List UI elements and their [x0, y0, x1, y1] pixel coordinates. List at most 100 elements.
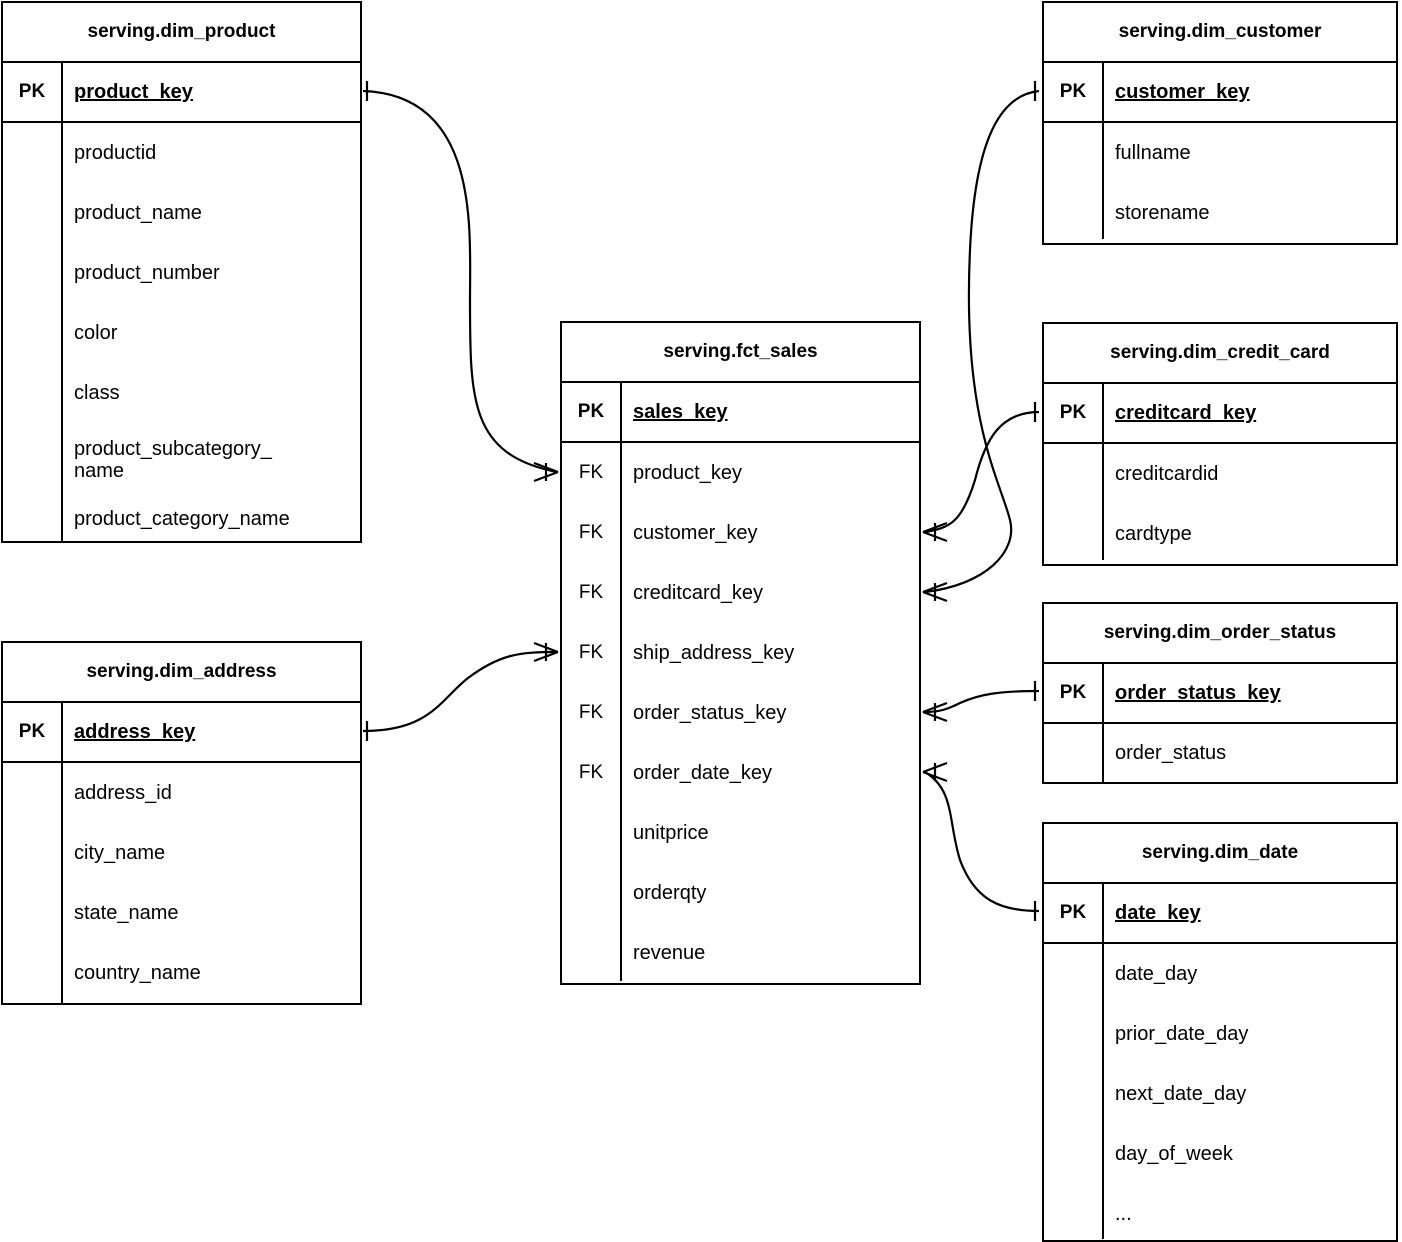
attribute-row: ... — [1115, 1202, 1132, 1225]
relationship-product-to-sales — [362, 81, 559, 483]
fk-row: FK product_key — [562, 443, 919, 503]
attr-names-dim-date: date_day prior_date_day next_date_day da… — [1104, 944, 1396, 1242]
relationship-customer-to-sales — [922, 81, 1040, 594]
attributes-dim-order-status: order_status — [1044, 724, 1396, 782]
pk-label-fct-sales: PK — [562, 383, 622, 441]
entity-dim-customer[interactable]: serving.dim_customer PK customer_key ful… — [1042, 1, 1398, 245]
crowsfoot-sales-orderdate — [922, 761, 948, 783]
attribute-row: productid — [74, 141, 157, 164]
fk-label: FK — [562, 443, 622, 503]
attribute-row: product_subcategory_ name — [74, 437, 272, 482]
pk-field-dim-customer: customer_key — [1115, 80, 1250, 103]
entity-dim-credit-card[interactable]: serving.dim_credit_card PK creditcard_ke… — [1042, 322, 1398, 566]
attribute-row: creditcardid — [1115, 462, 1219, 485]
relationship-date-to-sales — [922, 761, 1040, 921]
pk-field-dim-credit-card: creditcard_key — [1115, 401, 1257, 424]
entity-title-dim-customer: serving.dim_customer — [1044, 3, 1396, 63]
fk-row: FK creditcard_key — [562, 563, 919, 623]
measure-row: unitprice — [633, 821, 709, 844]
fk-label: FK — [562, 563, 622, 623]
attribute-row: city_name — [74, 841, 166, 864]
fk-rows-fct-sales: FK product_key FK customer_key FK credit… — [562, 443, 919, 803]
attr-key-spacer-dim-address — [3, 763, 63, 1003]
relationship-creditcard-to-sales — [922, 402, 1040, 603]
attr-names-dim-order-status: order_status — [1104, 724, 1396, 782]
attribute-row: address_id — [74, 781, 172, 804]
entity-dim-date[interactable]: serving.dim_date PK date_key date_day pr… — [1042, 822, 1398, 1242]
fk-field: order_date_key — [633, 761, 772, 784]
attr-names-dim-credit-card: creditcardid cardtype — [1104, 444, 1396, 564]
pk-field-dim-date: date_key — [1115, 901, 1201, 924]
fk-label: FK — [562, 743, 622, 803]
fk-field: customer_key — [633, 521, 758, 544]
measure-row: orderqty — [633, 881, 707, 904]
pk-label-dim-order-status: PK — [1044, 664, 1104, 722]
pk-label-dim-address: PK — [3, 703, 63, 761]
pk-row-dim-order-status: PK order_status_key — [1044, 664, 1396, 724]
crowsfoot-sales-customer — [922, 521, 948, 543]
fk-label: FK — [562, 623, 622, 683]
attribute-row: product_category_name — [74, 507, 290, 530]
pk-row-dim-date: PK date_key — [1044, 884, 1396, 944]
attribute-row: product_name — [74, 201, 202, 224]
pk-label-dim-customer: PK — [1044, 63, 1104, 121]
attr-names-dim-address: address_id city_name state_name country_… — [63, 763, 360, 1003]
measure-key-spacer-fct-sales — [562, 803, 622, 981]
attribute-row: order_status — [1115, 741, 1227, 764]
attribute-row: state_name — [74, 901, 179, 924]
entity-title-dim-address: serving.dim_address — [3, 643, 360, 703]
entity-title-dim-product: serving.dim_product — [3, 3, 360, 63]
entity-dim-product[interactable]: serving.dim_product PK product_key produ… — [1, 1, 362, 543]
pk-row-dim-address: PK address_key — [3, 703, 360, 763]
attribute-row: date_day — [1115, 962, 1198, 985]
fk-field: product_key — [633, 461, 742, 484]
pk-field-dim-address: address_key — [74, 720, 196, 743]
crowsfoot-sales-creditcard — [922, 581, 948, 603]
attribute-row: next_date_day — [1115, 1082, 1247, 1105]
crowsfoot-sales-product — [533, 461, 559, 483]
pk-label-dim-date: PK — [1044, 884, 1104, 942]
fk-label: FK — [562, 683, 622, 743]
entity-title-dim-order-status: serving.dim_order_status — [1044, 604, 1396, 664]
attributes-dim-customer: fullname storename — [1044, 123, 1396, 243]
attribute-row: storename — [1115, 201, 1210, 224]
pk-field-dim-order-status: order_status_key — [1115, 681, 1281, 704]
attribute-row: country_name — [74, 961, 201, 984]
attr-key-spacer-dim-date — [1044, 944, 1104, 1239]
attribute-row: day_of_week — [1115, 1142, 1233, 1165]
measure-row: revenue — [633, 941, 706, 964]
relationship-orderstatus-to-sales — [922, 681, 1040, 723]
fk-label: FK — [562, 503, 622, 563]
attributes-dim-date: date_day prior_date_day next_date_day da… — [1044, 944, 1396, 1242]
attr-names-dim-customer: fullname storename — [1104, 123, 1396, 243]
attr-key-spacer-dim-customer — [1044, 123, 1104, 239]
pk-field-dim-product: product_key — [74, 80, 193, 103]
entity-fct-sales[interactable]: serving.fct_sales PK sales_key FK produc… — [560, 321, 921, 985]
attributes-dim-credit-card: creditcardid cardtype — [1044, 444, 1396, 564]
entity-title-dim-credit-card: serving.dim_credit_card — [1044, 324, 1396, 384]
fk-row: FK order_date_key — [562, 743, 919, 803]
attribute-row: color — [74, 321, 118, 344]
entity-dim-order-status[interactable]: serving.dim_order_status PK order_status… — [1042, 602, 1398, 784]
crowsfoot-sales-orderstatus — [922, 701, 948, 723]
attribute-row: cardtype — [1115, 522, 1192, 545]
attr-key-spacer-dim-order-status — [1044, 724, 1104, 782]
fk-row: FK customer_key — [562, 503, 919, 563]
fk-row: FK order_status_key — [562, 683, 919, 743]
attr-key-spacer-dim-credit-card — [1044, 444, 1104, 560]
attr-key-spacer-dim-product — [3, 123, 63, 541]
fk-row: FK ship_address_key — [562, 623, 919, 683]
attribute-row: class — [74, 381, 120, 404]
pk-row-dim-product: PK product_key — [3, 63, 360, 123]
attribute-row: prior_date_day — [1115, 1022, 1249, 1045]
attribute-row: fullname — [1115, 141, 1191, 164]
measures-fct-sales: unitprice orderqty revenue — [562, 803, 919, 983]
attribute-row: product_number — [74, 261, 220, 284]
pk-row-fct-sales: PK sales_key — [562, 383, 919, 443]
entity-dim-address[interactable]: serving.dim_address PK address_key addre… — [1, 641, 362, 1005]
pk-row-dim-credit-card: PK creditcard_key — [1044, 384, 1396, 444]
fk-field: order_status_key — [633, 701, 787, 724]
relationship-address-to-sales — [362, 641, 559, 741]
pk-row-dim-customer: PK customer_key — [1044, 63, 1396, 123]
